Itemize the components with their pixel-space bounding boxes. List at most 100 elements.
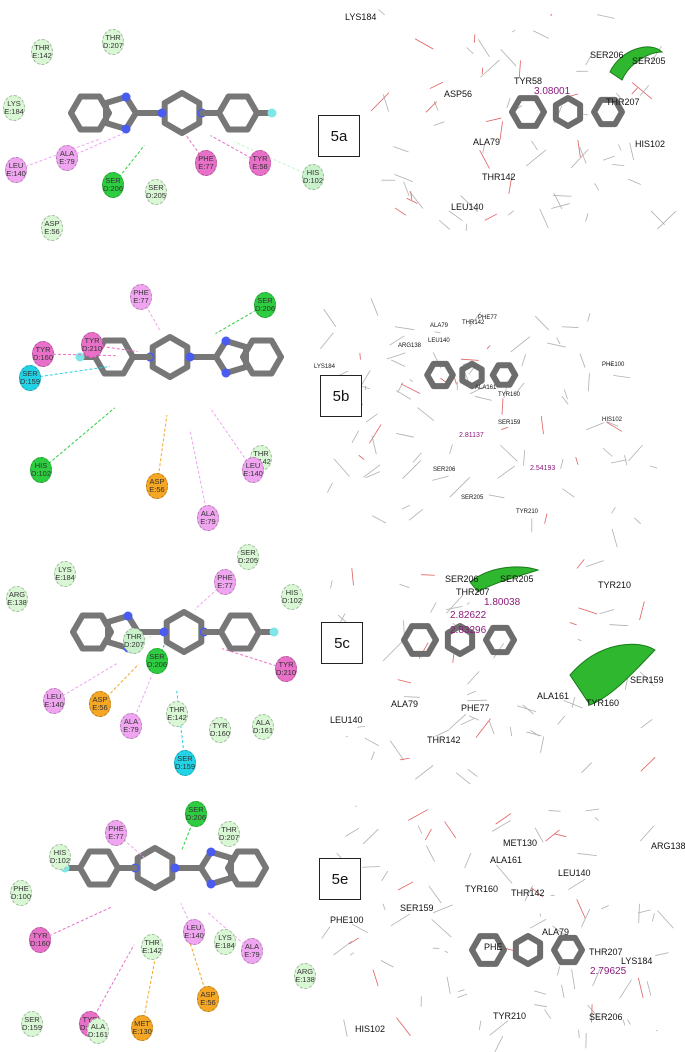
residue-name: SER <box>177 754 193 763</box>
residue-stick <box>546 342 566 348</box>
residue-stick <box>457 993 468 998</box>
residue-stick <box>397 382 404 393</box>
protein-ribbon <box>469 566 540 593</box>
residue-3d-label: SER206 <box>590 50 624 60</box>
residue-chain-number: D:161 <box>88 1030 109 1039</box>
residue-stick <box>606 421 619 427</box>
residue-stick <box>370 92 390 112</box>
residue-stick <box>561 326 579 328</box>
residue-stick <box>567 878 586 891</box>
residue-stick <box>631 82 653 100</box>
residue-stick <box>570 149 589 169</box>
residue-stick <box>365 471 381 479</box>
residue-stick <box>655 952 669 956</box>
residue-stick <box>501 426 509 430</box>
residue-name: SER <box>149 652 165 661</box>
residue-stick <box>435 729 450 737</box>
residue-chain-number: E:142 <box>167 713 187 722</box>
residue-name: THR <box>253 449 269 458</box>
residue-3d-label: THR142 <box>462 320 485 326</box>
residue-stick <box>321 926 331 939</box>
residue-stick <box>577 853 597 856</box>
interaction-line <box>40 407 116 471</box>
residue-stick <box>521 354 527 367</box>
residue-name: SER <box>148 183 164 192</box>
residue-stick <box>431 919 452 938</box>
distance-label: 1.80038 <box>484 597 521 608</box>
residue-name: TYR <box>82 1015 98 1024</box>
residue-stick <box>634 517 642 525</box>
protein-ribbon <box>569 643 656 706</box>
residue-stick <box>444 950 449 953</box>
interaction-line <box>53 662 119 702</box>
residue-stick <box>393 146 409 153</box>
residue-stick <box>458 989 465 993</box>
ligand-3d-ring <box>424 360 456 390</box>
ligand-3d-ring <box>509 95 547 129</box>
residue-3d-label: SER205 <box>461 495 484 501</box>
residue-chain-number: E:184 <box>215 941 235 950</box>
residue-3d-label: ASP56 <box>444 89 473 99</box>
residue-stick <box>509 726 513 737</box>
ligand-3d-ring <box>401 623 439 657</box>
residue-name: SER <box>22 369 38 378</box>
residue-stick <box>389 335 405 346</box>
ligand-3d-ring <box>512 933 544 967</box>
residue-3d-label: SER206 <box>589 1012 623 1022</box>
residue-stick <box>606 421 623 432</box>
residue-chain-number: E:77 <box>133 296 149 305</box>
residue-stick <box>433 904 453 914</box>
residue-stick <box>425 828 432 841</box>
residue-stick <box>480 59 500 78</box>
residue-stick <box>488 720 495 735</box>
residue-name: PHE <box>198 154 214 163</box>
residue-stick <box>425 845 436 862</box>
residue-stick <box>466 690 477 696</box>
residue-stick <box>510 336 531 353</box>
residue-name: TYR <box>35 345 51 354</box>
residue-stick <box>579 146 587 164</box>
residue-stick <box>587 313 591 322</box>
residue-3d-label: LEU140 <box>558 868 591 878</box>
residue-stick <box>395 389 412 400</box>
residue-stick <box>548 810 561 812</box>
residue-chain-number: E:184 <box>55 573 75 582</box>
residue-stick <box>399 757 410 761</box>
residue-chain-number: D:159 <box>175 762 196 771</box>
residue-3d-label: PHE77 <box>461 703 490 713</box>
residue-stick <box>556 337 561 345</box>
residue-stick <box>326 482 333 493</box>
residue-stick <box>557 715 566 725</box>
panel-tag: 5c <box>321 622 363 664</box>
residue-stick <box>518 60 521 78</box>
residue-chain-number: D:161 <box>253 726 274 735</box>
residue-stick <box>382 94 389 112</box>
residue-stick <box>397 881 414 891</box>
residue-chain-number: D:100 <box>11 892 32 901</box>
residue-name: THR <box>126 632 142 641</box>
residue-stick <box>417 407 435 422</box>
residue-3d-label: PHE <box>484 942 503 952</box>
residue-stick <box>531 887 544 898</box>
residue-name: ASP <box>44 219 60 228</box>
residue-stick <box>618 144 622 151</box>
residue-stick <box>640 719 653 729</box>
residue-stick <box>534 315 550 331</box>
residue-stick <box>586 422 605 431</box>
residue-stick <box>474 395 492 401</box>
residue-stick <box>401 504 411 510</box>
residue-stick <box>489 1020 509 1036</box>
residue-stick <box>345 827 360 837</box>
residue-stick <box>370 298 379 316</box>
